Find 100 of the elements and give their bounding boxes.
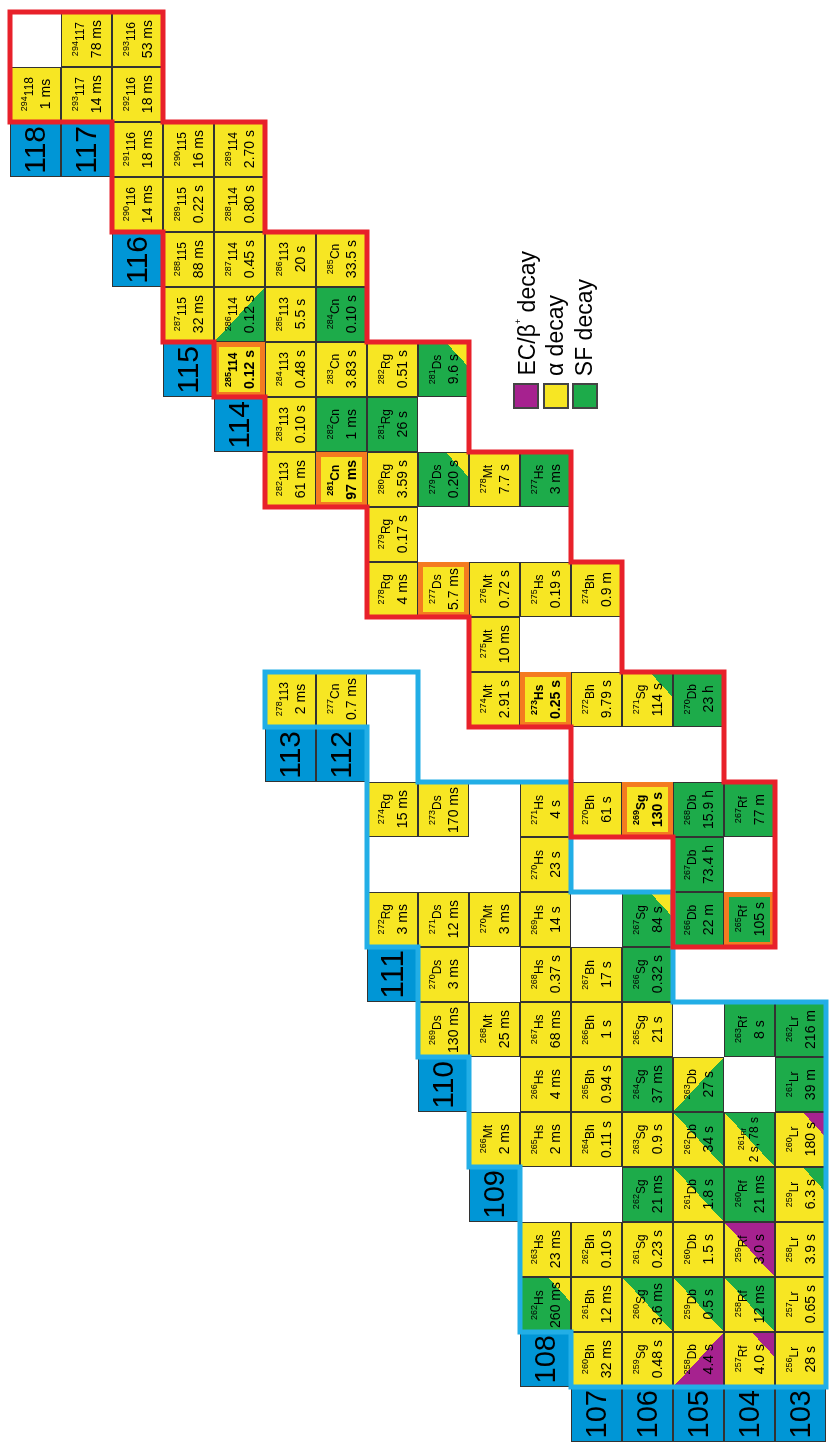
half-life: 105 s [750, 902, 767, 937]
half-life: 114 s [648, 682, 665, 717]
nuclide-tile [367, 452, 418, 507]
half-life: 8 s [750, 1019, 767, 1041]
half-life: 23 h [699, 684, 716, 715]
nuclide-tile [316, 397, 367, 452]
nuclide-tile [673, 1057, 724, 1112]
half-life: 0.20 s [444, 460, 461, 499]
legend-label: α decay [544, 294, 567, 376]
half-life: 37 ms [648, 1065, 665, 1104]
half-life: 1 ms [342, 409, 359, 440]
nuclide-tile [112, 67, 163, 122]
atomic-number: 116 [120, 235, 155, 284]
half-life: 25 ms [495, 1010, 512, 1049]
half-life: 21 ms [648, 1175, 665, 1214]
nuclide-tile [673, 1112, 724, 1167]
nuclide-tile [520, 1222, 571, 1277]
nuclide-tile [520, 1112, 571, 1167]
nuclide-tile [622, 1332, 673, 1387]
half-life: 5.7 ms [444, 568, 461, 611]
nuclide-tile [775, 1112, 826, 1167]
nuclide-tile [520, 1057, 571, 1112]
atomic-number: 107 [579, 1390, 613, 1439]
half-life: 0.94 s [597, 1065, 614, 1104]
half-life: 14 ms [138, 185, 155, 224]
nuclide-tile [265, 287, 316, 342]
half-life: 0.12 s [240, 295, 257, 334]
legend-label: SF decay [573, 278, 596, 376]
nuclide-tile [673, 1222, 724, 1277]
nuclide-tile [214, 177, 265, 232]
half-life: 20 s [291, 245, 308, 275]
half-life: 180 s [801, 1122, 818, 1157]
half-life: 0.48 s [648, 1340, 665, 1379]
nuclide-tile [367, 397, 418, 452]
nuclide-tile [265, 232, 316, 287]
nuclide-tile [418, 782, 469, 837]
half-life: 2 ms [546, 1124, 563, 1155]
half-life: 0.80 s [240, 185, 257, 224]
half-life: 1.8 s [699, 1179, 716, 1210]
half-life: 7.7 s [495, 464, 512, 495]
element-tile [724, 1387, 775, 1442]
nuclide-tile [724, 1277, 775, 1332]
nuclide-tile [724, 1112, 775, 1167]
nuclide-tile [724, 1002, 775, 1057]
half-life: 16 ms [189, 130, 206, 169]
element-tile [265, 727, 316, 782]
half-life: 170 ms [444, 786, 461, 833]
half-life: 9.79 s [597, 680, 614, 719]
half-life: 77 m [750, 793, 767, 826]
half-life: 0.32 s [648, 955, 665, 994]
half-life: 0.37 s [546, 955, 563, 994]
atomic-number: 112 [324, 730, 359, 779]
half-life: 3 ms [444, 959, 461, 990]
half-life: 9.6 s [444, 354, 461, 385]
element-tile [571, 1387, 622, 1442]
half-life: 2 s, 78 s [748, 1116, 763, 1163]
half-life: 0.9 m [597, 572, 614, 607]
half-life: 0.9 s [648, 1124, 665, 1155]
half-life: 97 ms [342, 459, 359, 500]
nuclide-tile [775, 1057, 826, 1112]
nuclide-tile [622, 782, 673, 837]
nuclide-tile [673, 1277, 724, 1332]
half-life: 0.45 s [240, 240, 257, 279]
nuclide-tile [418, 452, 469, 507]
half-life: 23 ms [546, 1230, 563, 1269]
nuclide-tile [622, 947, 673, 1002]
half-life: 0.25 s [546, 680, 563, 719]
half-life: 0.19 s [546, 570, 563, 609]
half-life: 130 s [648, 791, 665, 827]
element-tile [622, 1387, 673, 1442]
element-tile [10, 122, 61, 177]
atomic-number: 106 [630, 1390, 664, 1439]
half-life: 4 s [546, 799, 563, 821]
atomic-number: 105 [681, 1390, 715, 1439]
half-life: 0.12 s [240, 350, 257, 389]
atomic-number: 109 [477, 1170, 511, 1219]
nuclide-tile [622, 1112, 673, 1167]
half-life: 1.5 s [699, 1234, 716, 1265]
half-life: 1 ms [36, 78, 53, 112]
half-life: 33.5 s [342, 240, 359, 279]
nuclide-tile [775, 1277, 826, 1332]
half-life: 84 s [648, 906, 665, 935]
half-life: 0.65 s [801, 1285, 818, 1324]
half-life: 18 ms [138, 75, 155, 114]
atomic-number: 115 [171, 345, 206, 394]
half-life: 61 s [597, 795, 614, 825]
nuclide-tile [418, 947, 469, 1002]
half-life: 3.9 s [801, 1234, 818, 1265]
nuclide-tile [367, 342, 418, 397]
nuclide-tile [571, 1002, 622, 1057]
half-life: 1 s [597, 1019, 614, 1041]
nuclide-tile [265, 397, 316, 452]
half-life: 27 s [699, 1070, 716, 1100]
half-life: 2 ms [495, 1124, 512, 1155]
nuclide-tile [775, 1222, 826, 1277]
nuclide-tile [571, 1277, 622, 1332]
nuclide-tile [724, 1167, 775, 1222]
half-life: 260 ms [546, 1281, 563, 1328]
atomic-number: 111 [374, 950, 411, 999]
nuclide-tile [163, 232, 214, 287]
